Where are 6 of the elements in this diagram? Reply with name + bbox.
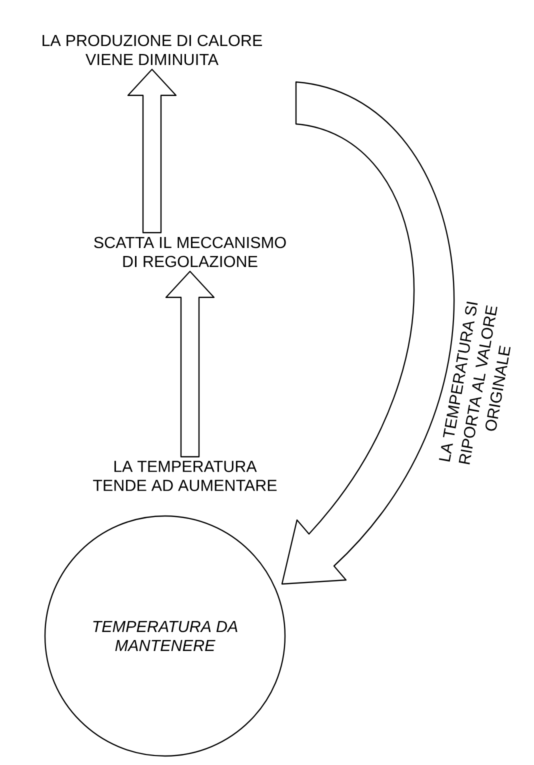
caption-text: SCATTA IL MECCANISMO DI REGOLAZIONE [94,236,286,268]
caption-text: LA TEMPERATURA TENDE AD AUMENTARE [93,460,277,492]
hollow-arrow [165,270,215,458]
caption-text: LA PRODUZIONE DI CALORE VIENE DIMINUITA [42,34,262,66]
hollow-arrow [281,81,454,585]
hollow-arrow [127,68,177,234]
